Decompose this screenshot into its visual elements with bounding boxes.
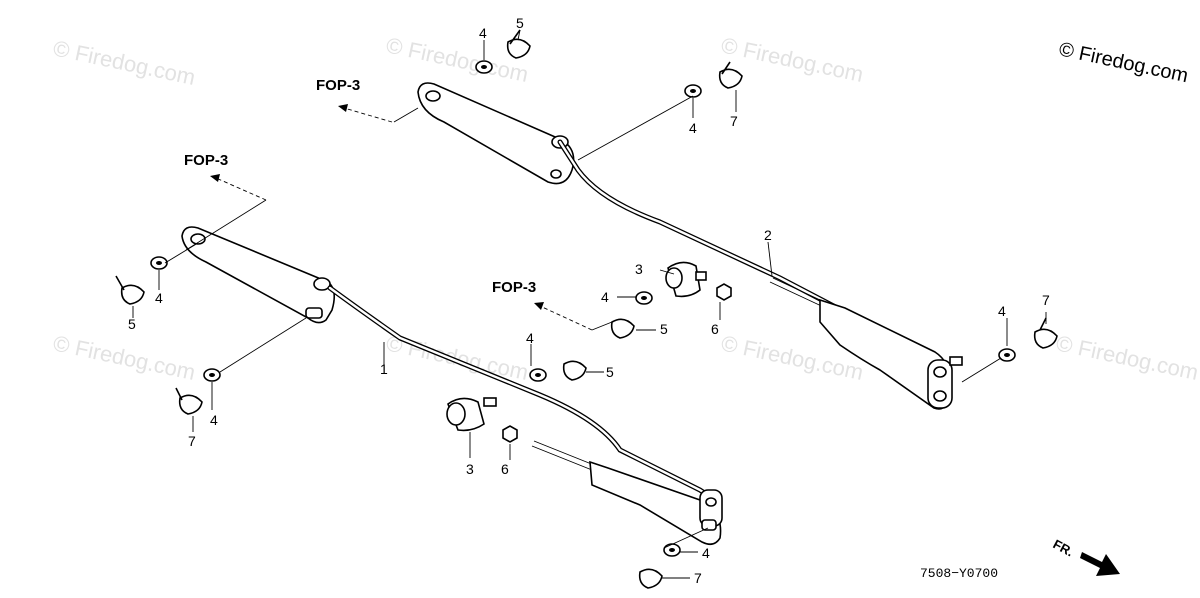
watermark-text: © Firedog.com [1054,330,1200,385]
callout-labels: 4 5 4 7 4 5 4 7 1 2 3 4 6 5 4 5 4 7 3 6 … [128,15,1050,586]
callout-7: 7 [730,113,738,129]
callout-4: 4 [526,330,534,346]
clip-part-5 [562,360,587,381]
bracket-pin [949,356,963,366]
callout-1: 1 [380,361,388,377]
nut-part-6 [502,425,518,443]
washers [150,60,1016,557]
upper-arm-hole [550,169,562,179]
callout-5: 5 [128,316,136,332]
callout-7: 7 [694,570,702,586]
nut-part-6 [716,283,732,301]
front-arrow-icon [1080,552,1120,576]
bracket-hole [705,497,717,507]
callout-4: 4 [689,120,697,136]
callout-7: 7 [1042,292,1050,308]
callout-6: 6 [501,461,509,477]
rod-part-2-inner [558,140,847,314]
callout-2: 2 [764,227,772,243]
front-direction-marker: FR. [1051,536,1120,576]
washer-hole [481,65,487,69]
clip-part-5 [506,29,531,59]
joint-face [665,267,683,289]
joint-face [446,402,466,426]
rod-part-2 [557,139,848,315]
washer-hole [209,373,215,377]
joint-stem [695,271,707,281]
clip-part-7 [718,61,743,89]
washer-hole [641,296,647,300]
callout-4: 4 [479,25,487,41]
watermark-text: © Firedog.com [51,35,198,90]
lower-threaded-rod [531,440,595,471]
callout-7: 7 [188,433,196,449]
callout-4: 4 [155,290,163,306]
leader-lines [132,29,1047,579]
lower-arm-pin [313,277,331,291]
joints [446,261,707,432]
front-label: FR. [1051,536,1077,559]
fop-reference-label: FOP-3 [316,77,360,94]
lower-link-assembly [181,226,723,546]
washer-hole [1004,353,1010,357]
bracket-hole [933,366,947,378]
clip-part-7 [175,387,203,415]
bracket-hole [933,390,947,402]
callout-6: 6 [711,321,719,337]
clip-part-5 [610,318,635,339]
lower-arm-stud [305,307,323,319]
rod-part-1-inner [328,286,717,502]
washer-hole [669,548,675,552]
upper-link-assembly [417,82,963,410]
callout-3: 3 [466,461,474,477]
clip-part-5 [115,275,145,305]
fop-reference-label: FOP-3 [184,152,228,169]
joint-stem [483,397,497,407]
callout-4: 4 [210,412,218,428]
callout-4: 4 [601,289,609,305]
watermark-text: © Firedog.com [51,330,198,385]
washer-hole [690,89,696,93]
callout-5: 5 [606,364,614,380]
bracket-pin [701,519,717,531]
lower-arm-plate [181,226,336,324]
clips [115,29,1058,589]
upper-arm-plate [417,82,575,185]
drawing-code: 7508−Y0700 [920,566,998,581]
washer-hole [156,261,162,265]
watermark-text: © Firedog.com [384,32,531,87]
nuts [502,283,732,443]
callout-5: 5 [516,15,524,31]
washer-hole [535,373,541,377]
callout-4: 4 [702,545,710,561]
callout-4: 4 [998,303,1006,319]
fop-arrows [210,104,593,331]
clip-part-7 [638,568,663,589]
upper-arm-hole [425,90,441,102]
fop-reference-label: FOP-3 [492,279,536,296]
lower-arm-hole [190,233,206,245]
watermark-main: © Firedog.com [1057,38,1190,87]
clip-part-7 [1033,317,1058,349]
callout-5: 5 [660,321,668,337]
callout-3: 3 [635,261,643,277]
